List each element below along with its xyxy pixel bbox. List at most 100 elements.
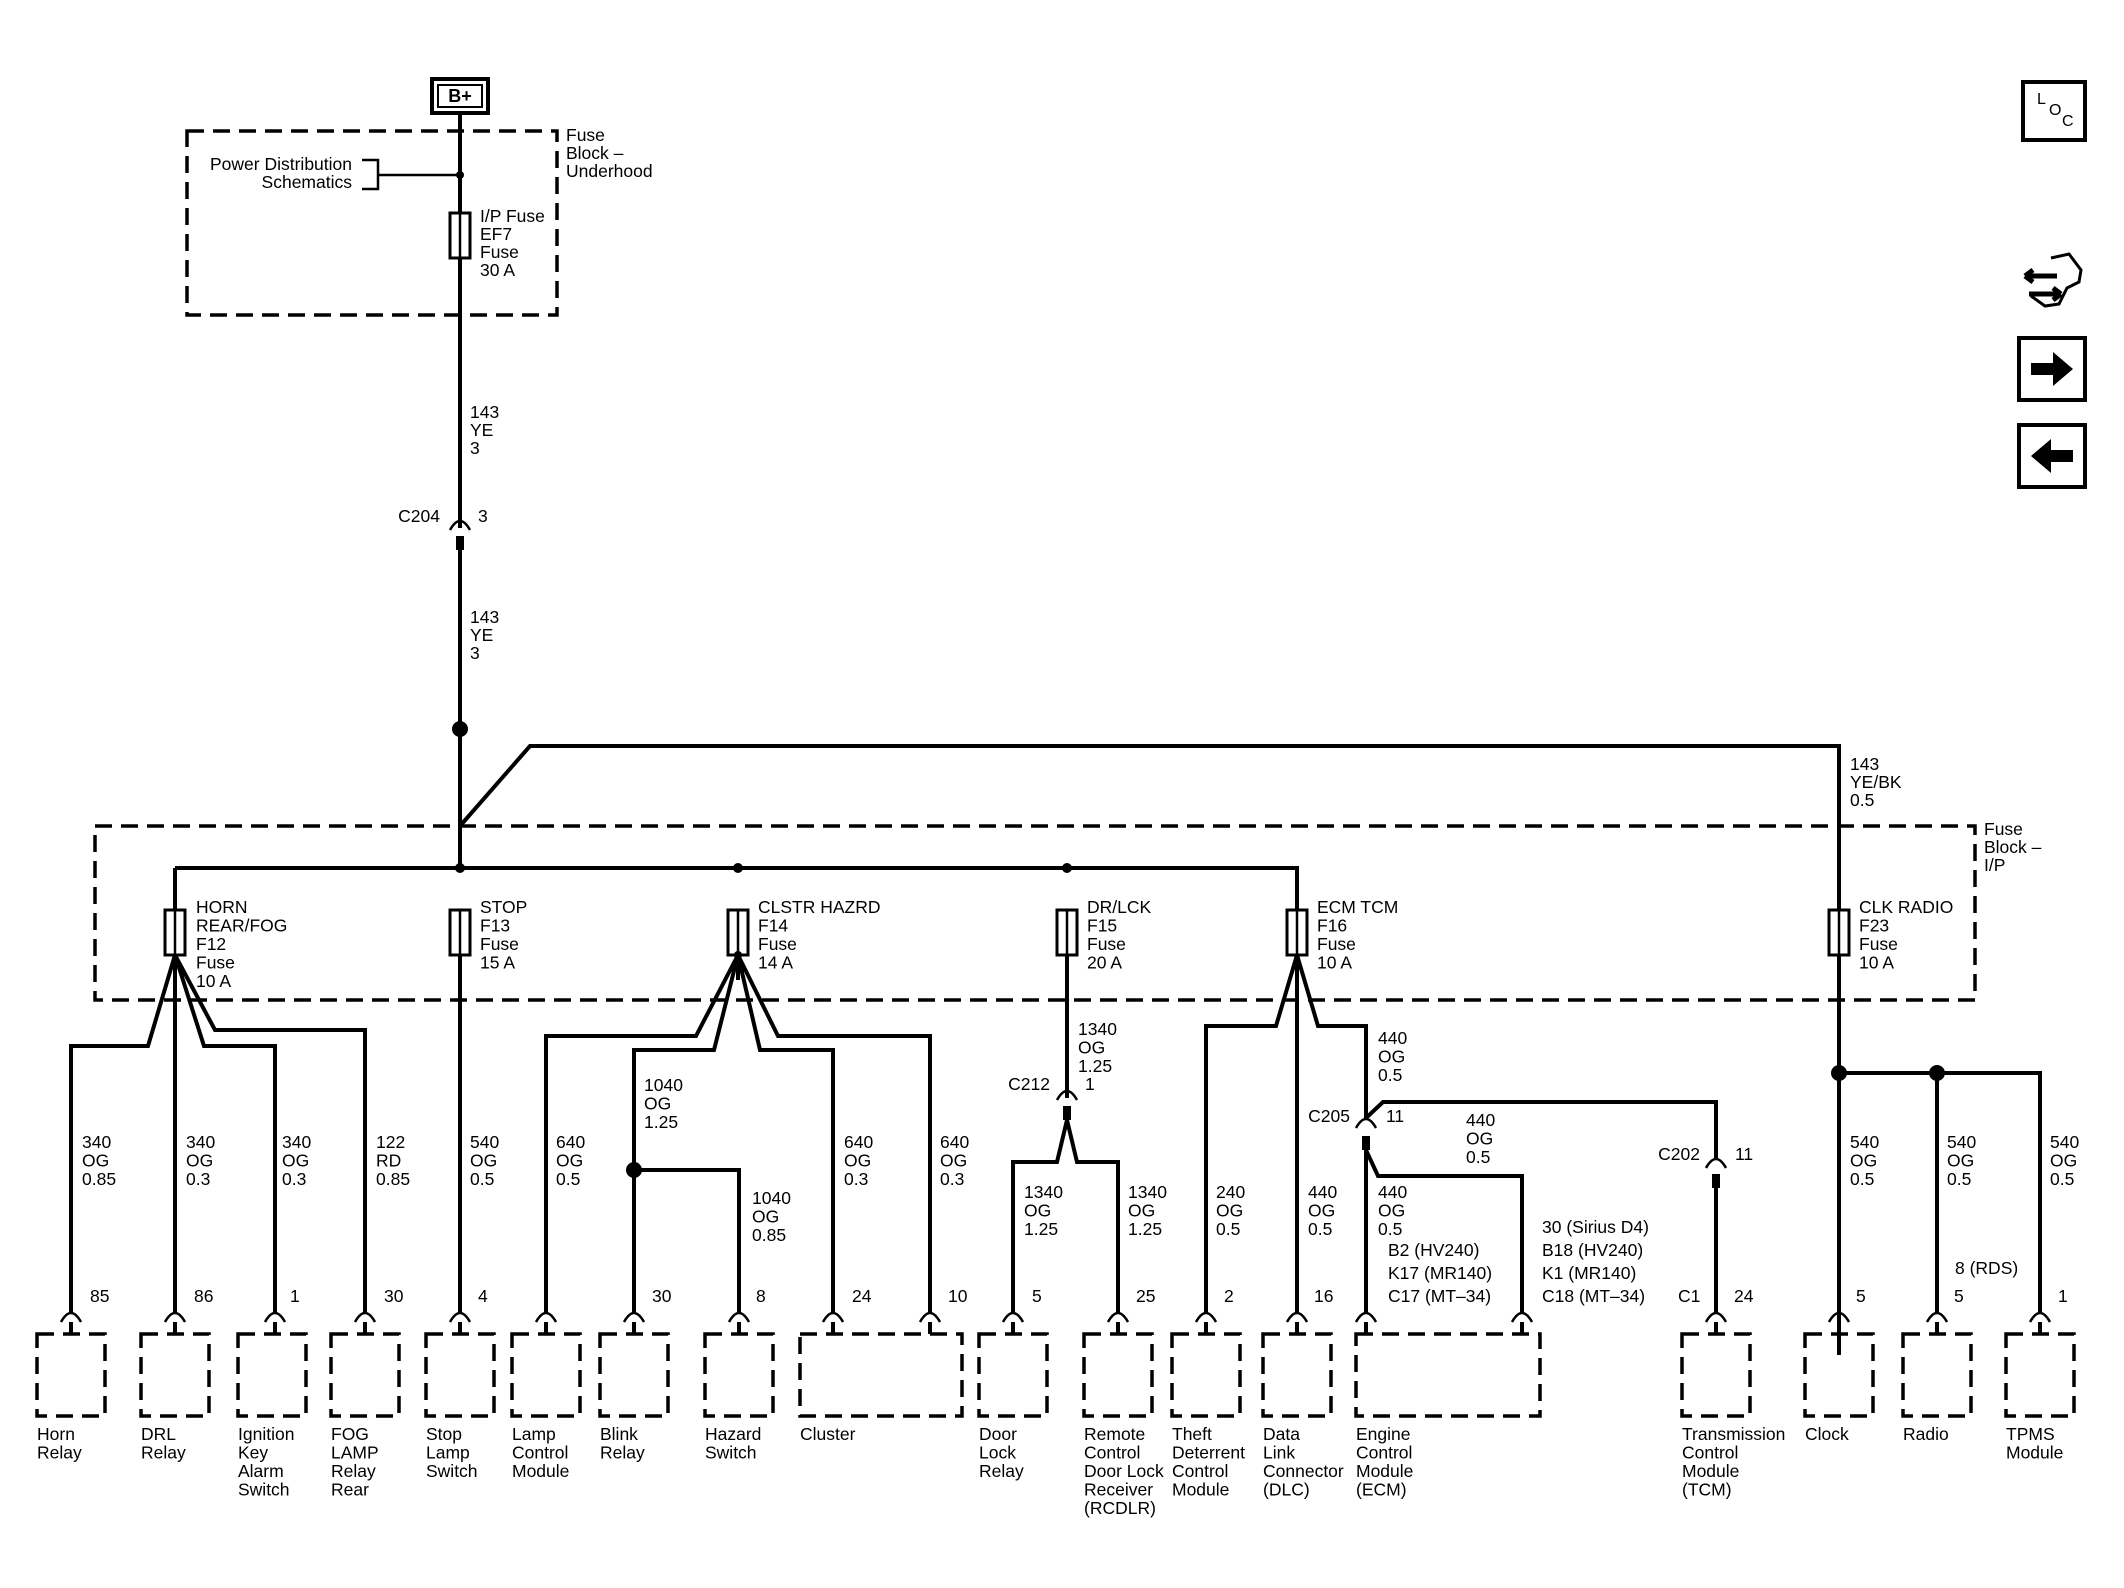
- fuse-f13-label-line: Fuse: [480, 934, 519, 954]
- fuse-f23[interactable]: [1827, 908, 1851, 957]
- component-name-dlc-line: Connector: [1263, 1461, 1344, 1481]
- fuse-f12[interactable]: [163, 908, 187, 957]
- component-box-rcdlr[interactable]: [1082, 1332, 1154, 1418]
- fuse-f23-label-line: Fuse: [1859, 934, 1898, 954]
- fuse-f14[interactable]: [726, 908, 750, 957]
- component-box-fog-relay[interactable]: [329, 1332, 401, 1418]
- pin-label-dlc: 16: [1314, 1286, 1333, 1306]
- wire-label-540-tpms-line: 0.5: [2050, 1169, 2074, 1189]
- wire-label-440-dlc-line: 0.5: [1308, 1219, 1332, 1239]
- component-box-clock[interactable]: [1803, 1332, 1875, 1418]
- wire-label-240-theft-line: 0.5: [1216, 1219, 1240, 1239]
- fuse-block-underhood-label-line: Block –: [566, 143, 624, 163]
- component-box-theft-module[interactable]: [1170, 1332, 1242, 1418]
- f23-splice-2: [1929, 1065, 1945, 1081]
- terminal-markers: [59, 1311, 2052, 1323]
- c202-pin-block: [1712, 1174, 1720, 1188]
- fuse-f13[interactable]: [448, 908, 472, 957]
- component-box-tcm[interactable]: [1680, 1332, 1752, 1418]
- wire-label-340-drl-line: 0.3: [186, 1169, 210, 1189]
- f23-output-wires: [1837, 1071, 2042, 1312]
- fuse-f14-label-line: F14: [758, 916, 788, 936]
- component-box-cluster[interactable]: [798, 1332, 964, 1418]
- bus-splice-f14: [733, 863, 743, 873]
- component-box-blink-relay[interactable]: [598, 1332, 670, 1418]
- fuse-f15-label-line: 20 A: [1087, 953, 1122, 973]
- wire-label-440-ecm-line: 0.5: [1378, 1219, 1402, 1239]
- c205-connector[interactable]: [1354, 1117, 1378, 1129]
- c212-connector[interactable]: [1055, 1089, 1079, 1101]
- feed-wire-label-3-line: YE/BK: [1850, 772, 1902, 792]
- wire-label-640-cluster-24-line: 0.3: [844, 1169, 868, 1189]
- component-box-lamp-module[interactable]: [510, 1332, 582, 1418]
- component-box-radio[interactable]: [1901, 1332, 1973, 1418]
- component-name-lamp-module-line: Lamp: [512, 1424, 556, 1444]
- wire-label-440-ecm-line: OG: [1378, 1201, 1405, 1221]
- pin-label-stop: 4: [478, 1286, 488, 1306]
- wire-label-440-dlc-line: 440: [1308, 1182, 1337, 1202]
- component-name-hazard-switch-line: Switch: [705, 1443, 757, 1463]
- wire-label-122-fog-line: RD: [376, 1151, 401, 1171]
- pin-label-fog: 30: [384, 1286, 404, 1306]
- fuse-f16-label-line: F16: [1317, 916, 1347, 936]
- component-box-door-lock-relay[interactable]: [977, 1332, 1049, 1418]
- component-name-theft-module-line: Theft: [1172, 1424, 1212, 1444]
- harness-connector-icon: [2023, 252, 2083, 308]
- wire-label-1340-doorlock-line: 1340: [1024, 1182, 1063, 1202]
- wire-label-122-fog-line: 0.85: [376, 1169, 410, 1189]
- wire-label-340-drl-line: OG: [186, 1151, 213, 1171]
- battery-terminal[interactable]: B+: [430, 77, 490, 115]
- next-page-button[interactable]: [2017, 336, 2087, 402]
- component-box-hazard-switch[interactable]: [703, 1332, 775, 1418]
- harness-connector-button[interactable]: [2021, 248, 2093, 318]
- component-box-stop-switch[interactable]: [424, 1332, 496, 1418]
- previous-page-button[interactable]: [2017, 423, 2087, 489]
- component-name-stop-switch-line: Lamp: [426, 1443, 470, 1463]
- component-name-radio: Radio: [1903, 1424, 1949, 1444]
- wire-label-1040-blink-line: 1.25: [644, 1112, 678, 1132]
- component-name-hazard-switch-line: Hazard: [705, 1424, 761, 1444]
- wire-label-340-ignition-line: 0.3: [282, 1169, 306, 1189]
- wire-label-340-horn-line: OG: [82, 1151, 109, 1171]
- fuse-f15[interactable]: [1055, 908, 1079, 957]
- component-box-horn-relay[interactable]: [35, 1332, 107, 1418]
- fuse-f23-label-line: CLK RADIO: [1859, 897, 1953, 917]
- power-distribution-label-line: Power Distribution: [210, 154, 352, 174]
- battery-terminal-label: B+: [448, 86, 472, 106]
- terminal-stubs: [69, 1322, 2042, 1334]
- component-box-ignition-key[interactable]: [236, 1332, 308, 1418]
- wire-label-640-cluster-10-line: OG: [940, 1151, 967, 1171]
- component-locator-button[interactable]: L O C: [2021, 80, 2087, 142]
- c204-connector[interactable]: [448, 519, 472, 531]
- wire-label-1340-doorlock-line: 1.25: [1024, 1219, 1058, 1239]
- main-fuse-ef7[interactable]: [448, 211, 472, 260]
- wire-label-440-f16-line: OG: [1378, 1047, 1405, 1067]
- component-box-tpms[interactable]: [2004, 1332, 2076, 1418]
- fuse-f14-label-line: CLSTR HAZRD: [758, 897, 881, 917]
- pin-label-tcm: 24: [1734, 1286, 1754, 1306]
- component-name-horn-relay-line: Relay: [37, 1443, 82, 1463]
- component-name-tcm-line: Control: [1682, 1443, 1738, 1463]
- component-box-ecm[interactable]: [1354, 1332, 1542, 1418]
- component-name-rcdlr-line: (RCDLR): [1084, 1498, 1156, 1518]
- component-name-stop-switch-line: Switch: [426, 1461, 478, 1481]
- fuse-f13-label-line: STOP: [480, 897, 527, 917]
- component-box-dlc[interactable]: [1261, 1332, 1333, 1418]
- wire-label-1340-f15-line: 1340: [1078, 1019, 1117, 1039]
- component-box-drl-relay[interactable]: [139, 1332, 211, 1418]
- c205-pin: 11: [1386, 1106, 1404, 1126]
- fuse-f16[interactable]: [1285, 908, 1309, 957]
- feed-wire-label-3-line: 0.5: [1850, 790, 1874, 810]
- wire-label-440-ecm-line: 440: [1378, 1182, 1407, 1202]
- c202-connector[interactable]: [1704, 1157, 1728, 1169]
